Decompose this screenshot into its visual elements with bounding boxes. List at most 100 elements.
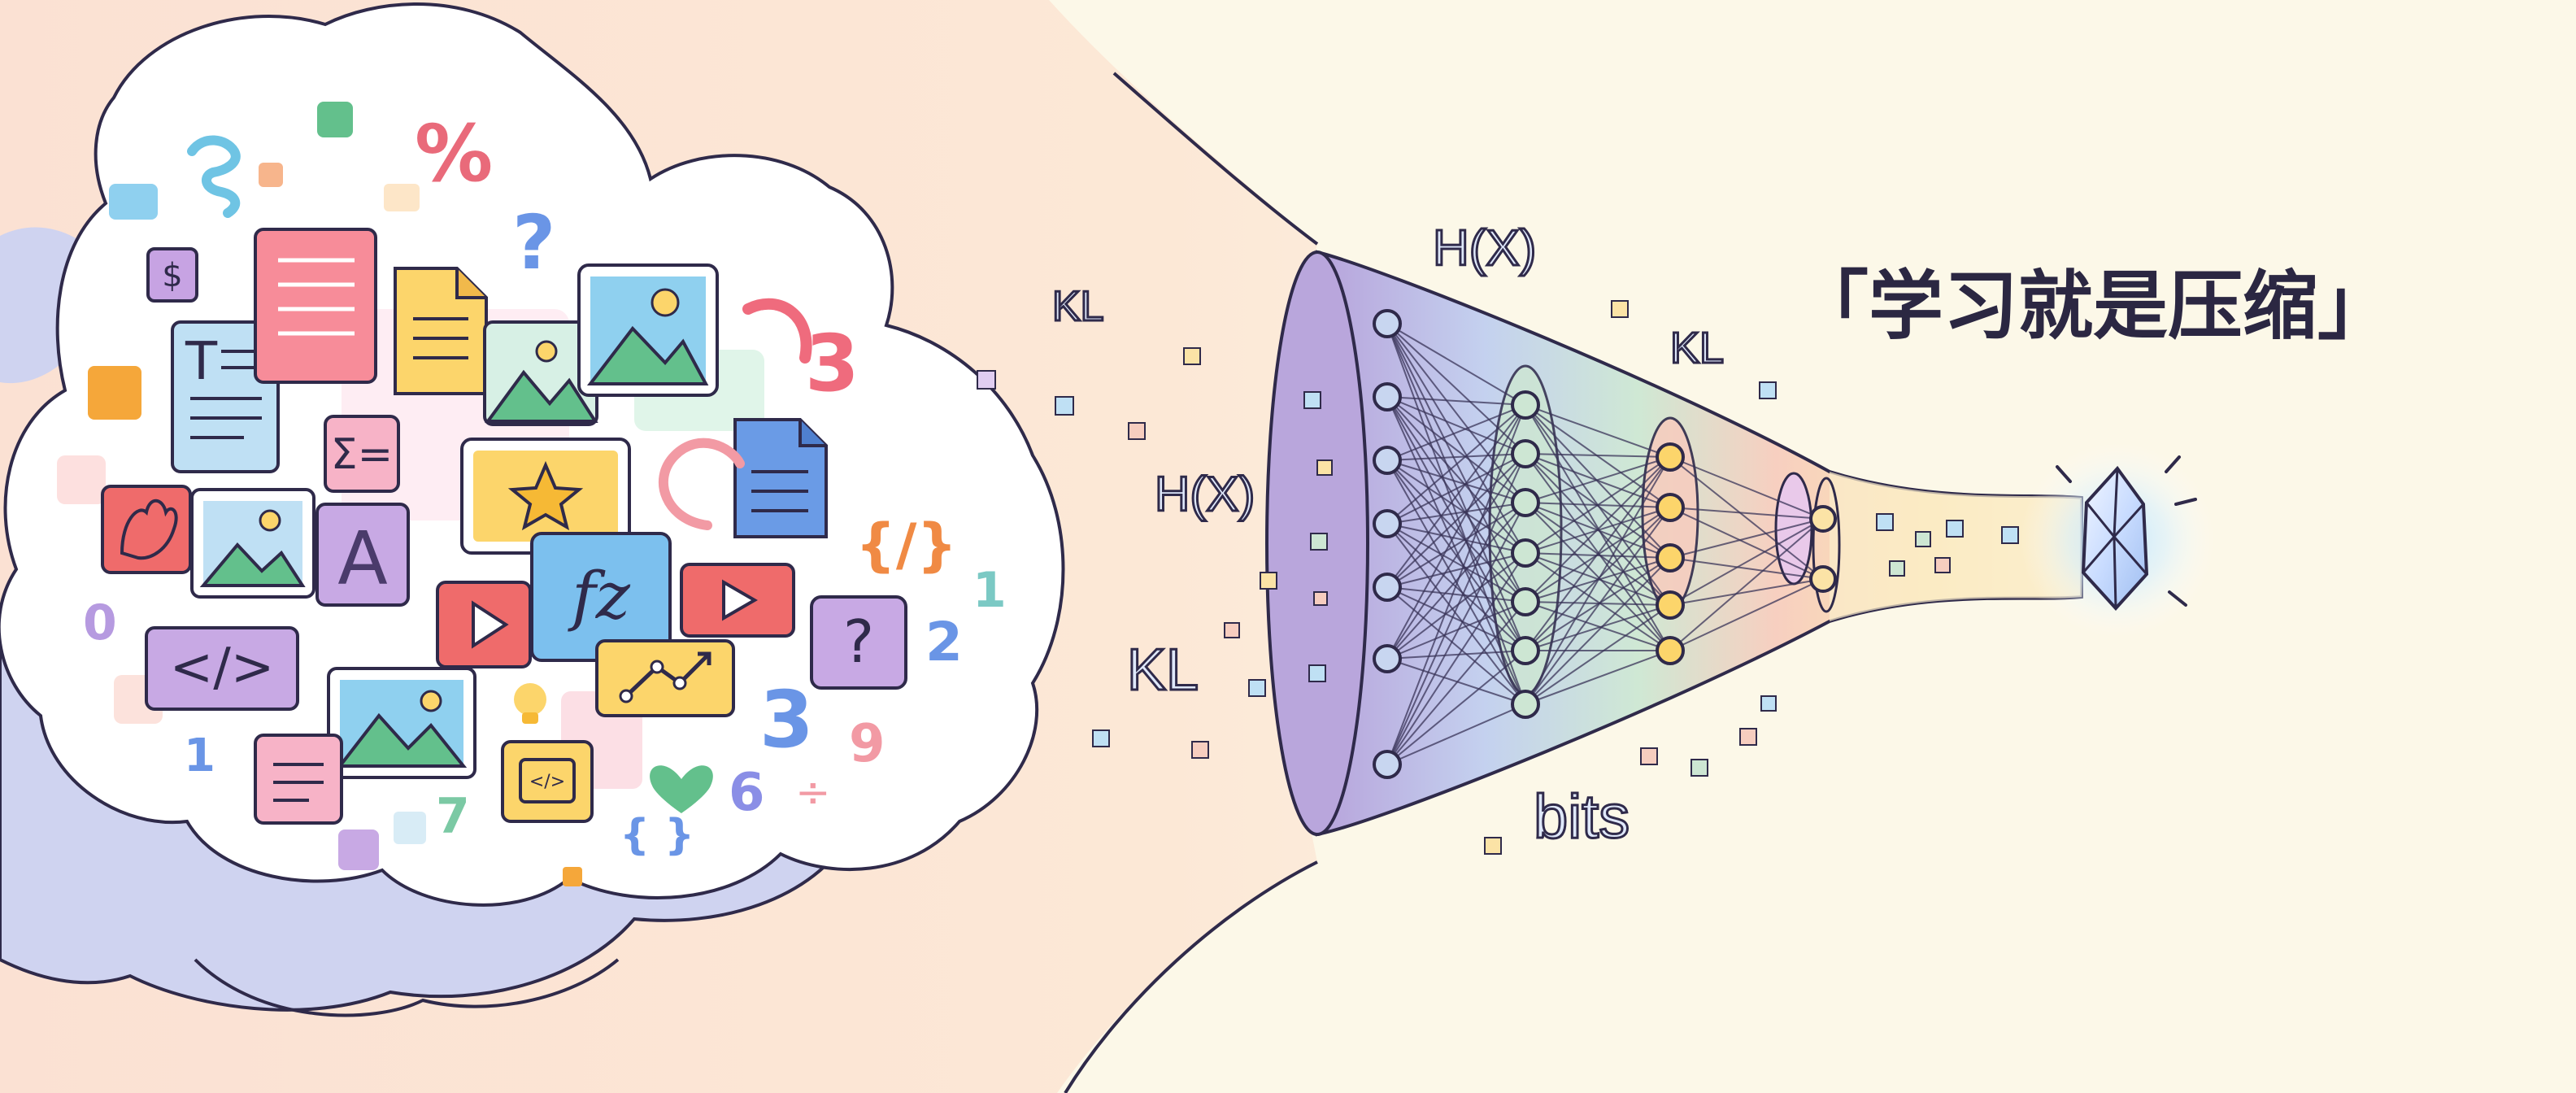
title: 「学习就是压缩」	[1794, 263, 2392, 350]
square-purple	[338, 830, 379, 870]
nn-connection	[1386, 396, 1526, 455]
nn-connection	[1386, 323, 1526, 406]
nn-node	[1656, 636, 1685, 665]
crystal-icon	[2020, 442, 2215, 638]
sparkle-lines	[2056, 455, 2197, 607]
nn-connection	[1386, 404, 1526, 660]
nn-connection	[1525, 601, 1671, 651]
nn-connection	[1525, 456, 1671, 705]
question-box-label: ?	[843, 607, 874, 676]
code-icon: </>	[145, 626, 299, 711]
nn-connection	[1386, 459, 1526, 503]
nn-connection	[1525, 404, 1671, 458]
percent-symbol: %	[415, 108, 493, 199]
nn-connection	[1386, 703, 1526, 765]
question-symbol: ?	[512, 199, 555, 286]
square-orange	[88, 366, 141, 420]
nn-connection	[1386, 453, 1526, 588]
chart-icon	[595, 639, 735, 717]
code-icon-small: </>	[501, 740, 594, 823]
nn-connection	[1669, 518, 1824, 651]
funnel-flow-line-bottom	[1064, 860, 1318, 1093]
nn-connection	[1669, 456, 1824, 520]
code-label: </>	[170, 638, 275, 698]
dollar-icon: $	[146, 247, 198, 303]
square-orange-small	[259, 163, 283, 187]
nn-connection	[1386, 650, 1526, 765]
nn-connection	[1386, 396, 1526, 603]
dollar-label: $	[162, 257, 182, 294]
nn-connection	[1386, 404, 1526, 461]
nn-connection	[1525, 453, 1671, 458]
braces-symbol: { }	[620, 811, 694, 860]
nn-connection	[1669, 557, 1824, 580]
number-seven: 7	[436, 788, 470, 845]
heart-icon	[650, 765, 713, 813]
nn-node	[1373, 509, 1402, 538]
nn-connection	[1669, 518, 1824, 559]
nn-connection	[1525, 557, 1671, 705]
three-red-symbol: 3	[805, 318, 859, 409]
nn-node	[1511, 690, 1540, 719]
bits-label: bits	[1534, 782, 1630, 851]
font-letter-icon: A	[315, 503, 410, 607]
nn-connection	[1386, 523, 1526, 554]
nn-connection	[1669, 507, 1824, 580]
nn-connection	[1669, 518, 1824, 606]
nn-connection	[1386, 459, 1526, 554]
nn-connection	[1386, 404, 1526, 588]
nn-connection	[1386, 523, 1526, 705]
nn-node	[1373, 382, 1402, 412]
nn-connection	[1386, 404, 1526, 765]
nn-node	[1511, 390, 1540, 420]
squiggle-icon	[187, 135, 241, 218]
square-pale-blue	[394, 812, 426, 844]
nn-connection	[1669, 578, 1824, 606]
pink-note-icon	[254, 734, 343, 825]
funnel-layer-yellow	[1812, 477, 1841, 613]
nn-connection	[1525, 456, 1671, 503]
neural-network-icon	[1373, 309, 1837, 779]
funnel-tail	[1830, 472, 2082, 621]
nn-node	[1656, 493, 1685, 522]
nn-connection	[1525, 507, 1671, 651]
image-icon-bottom	[327, 667, 476, 779]
nn-connection	[1386, 552, 1526, 588]
neural-network-connections	[1386, 323, 1824, 765]
nn-connection	[1386, 586, 1526, 705]
nn-connection	[1386, 586, 1526, 603]
number-zero: 0	[83, 594, 117, 651]
nn-node	[1511, 488, 1540, 517]
number-three-blue: 3	[759, 674, 814, 765]
nn-node	[1511, 587, 1540, 616]
nn-connection	[1386, 459, 1526, 705]
nn-connection	[1386, 552, 1526, 765]
nn-connection	[1525, 453, 1671, 651]
nn-connection	[1386, 396, 1526, 651]
nn-connection	[1525, 404, 1671, 651]
image-icon-green	[483, 320, 598, 426]
nn-connection	[1669, 507, 1824, 520]
nn-connection	[1525, 557, 1671, 651]
nn-node	[1373, 573, 1402, 602]
nn-connection	[1386, 323, 1526, 651]
nn-node	[1373, 644, 1402, 673]
nn-connection	[1669, 456, 1824, 580]
formula-sigma-icon: Σ=	[324, 415, 400, 493]
nn-node	[1656, 442, 1685, 472]
nn-connection	[1386, 552, 1526, 660]
nn-node	[1656, 543, 1685, 573]
star-card-icon	[460, 438, 631, 555]
nn-connection	[1386, 601, 1526, 765]
nn-connection	[1386, 453, 1526, 461]
cloud-blob-small-pink	[57, 455, 106, 504]
nn-node	[1373, 446, 1402, 475]
nn-connection	[1386, 396, 1526, 554]
funnel-flow-line-top	[1112, 72, 1319, 246]
nn-connection	[1386, 453, 1526, 660]
nn-connection	[1525, 604, 1671, 705]
nn-node	[1511, 636, 1540, 665]
svg-text:</>: </>	[529, 772, 565, 792]
nn-connection	[1386, 323, 1526, 554]
nn-connection	[1386, 586, 1526, 651]
